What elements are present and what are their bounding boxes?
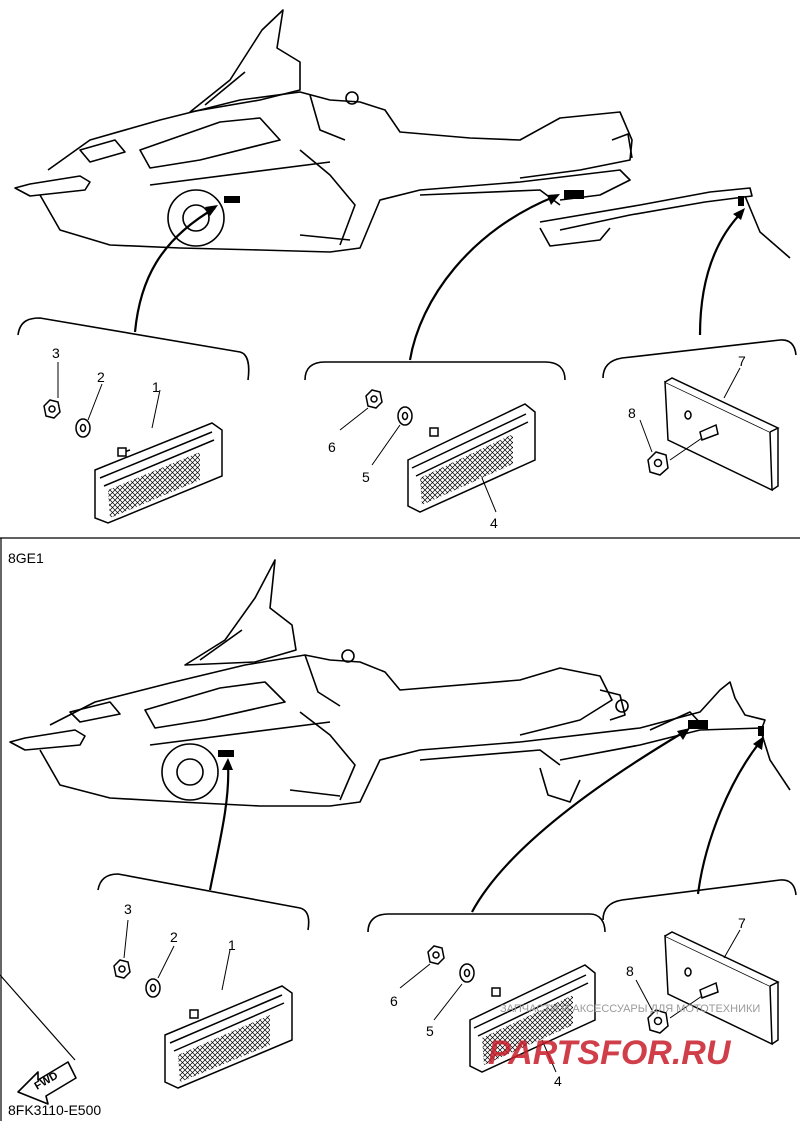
plate-7-bottom [664, 931, 780, 1046]
plate-7-top [664, 377, 780, 492]
nut-3-top [43, 399, 61, 419]
callout-4-bottom: 4 [554, 1073, 562, 1089]
watermark-brand: PARTSFOR.RU [488, 1034, 732, 1072]
callout-7-bottom: 7 [738, 915, 746, 931]
top-right-leaders [639, 367, 741, 461]
model-code-label: 8GE1 [8, 550, 44, 566]
watermark: ЗАПЧАСТИ И АКСЕССУАРЫ ДЛЯ МОТОТЕХНИКИ PA… [488, 1003, 760, 1072]
reflector-location-mark [688, 720, 708, 729]
bottom-leader-arrows [208, 731, 761, 913]
washer-2-top [75, 418, 91, 438]
reflector-location-mark [218, 750, 234, 757]
top-detail-frames [17, 317, 797, 381]
watermark-tagline: ЗАПЧАСТИ И АКСЕССУАРЫ ДЛЯ МОТОТЕХНИКИ [500, 1003, 760, 1015]
callout-5-bottom: 5 [426, 1023, 434, 1039]
top-leader-arrows [133, 194, 743, 361]
callout-1-bottom: 1 [228, 937, 236, 953]
bottom-middle-leaders [399, 963, 557, 1073]
washer-5-top [397, 406, 413, 426]
bottom-section-frame [0, 537, 800, 1121]
washer-5-bottom [459, 963, 475, 983]
callout-6-top: 6 [328, 439, 336, 455]
bottom-left-leaders [123, 919, 231, 991]
callout-8-bottom: 8 [626, 963, 634, 979]
reflector-location-mark [224, 196, 240, 203]
nut-6-top [365, 389, 383, 409]
callout-2-bottom: 2 [170, 929, 178, 945]
callout-6-bottom: 6 [390, 993, 398, 1009]
top-left-leaders [57, 362, 161, 429]
bottom-arrow-heads [222, 728, 764, 770]
callout-7-top: 7 [738, 353, 746, 369]
reflector-location-mark [758, 726, 764, 736]
callout-2-top: 2 [97, 369, 105, 385]
nut-3-bottom [113, 959, 131, 979]
bottom-right-leaders [635, 929, 741, 1019]
washer-2-bottom [145, 978, 161, 998]
callout-3-top: 3 [52, 345, 60, 361]
callout-5-top: 5 [362, 469, 370, 485]
fwd-arrow-icon: FWD [17, 1061, 77, 1105]
reflector-1-bottom [164, 985, 293, 1089]
reflector-4-bottom [469, 964, 596, 1073]
reflector-1-top [94, 422, 223, 524]
reflector-location-mark [564, 190, 584, 199]
callout-8-top: 8 [628, 405, 636, 421]
nut-6-bottom [427, 945, 445, 965]
callout-1-top: 1 [152, 379, 160, 395]
bottom-detail-frames [97, 873, 797, 933]
nut-8-top [647, 451, 669, 476]
callout-3-bottom: 3 [124, 901, 132, 917]
top-arrow-heads [205, 194, 745, 220]
bottom-snowmobile-illustration [9, 559, 791, 807]
reflector-4-top [407, 403, 536, 513]
callout-4-top: 4 [490, 515, 498, 531]
figure-code: 8FK3110-E500 [8, 1102, 101, 1118]
top-middle-leaders [339, 407, 497, 513]
reflector-location-mark [738, 196, 744, 206]
nut-8-bottom [647, 1009, 669, 1034]
top-snowmobile-illustration [14, 9, 791, 259]
